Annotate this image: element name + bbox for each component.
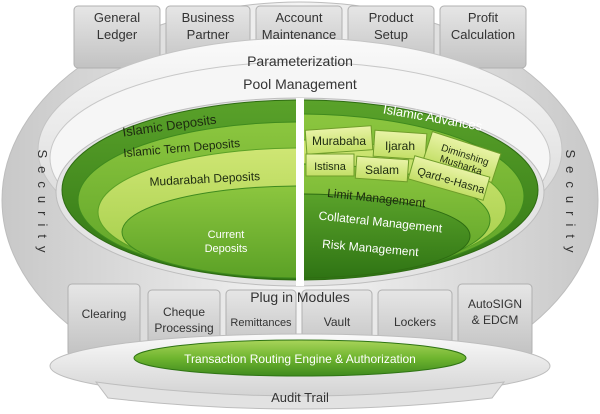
current-deposits-label: Current: [208, 229, 245, 241]
salam-cell[interactable]: [354, 155, 410, 183]
mudarabah-deposits-label: Mudarabah Deposits: [149, 169, 260, 189]
transaction-engine-disc[interactable]: [133, 339, 467, 377]
top-module-label: General: [94, 10, 140, 25]
bottom-module-label: Remittances: [230, 317, 292, 329]
salam-label: Salam: [365, 163, 399, 177]
bottom-module-label: Processing: [154, 321, 213, 335]
bottom-module-label: Clearing: [82, 307, 127, 321]
bottom-module-label: Cheque: [163, 305, 205, 319]
bottom-module-label: AutoSIGN: [468, 297, 522, 311]
advance-products: [304, 125, 502, 201]
center-divider: [296, 98, 304, 286]
deposits-group: [61, 99, 478, 281]
murabaha-label: Murabaha: [312, 134, 366, 148]
ijarah-label: Ijarah: [385, 139, 415, 153]
current-deposits-ring[interactable]: [121, 185, 478, 279]
top-module-box[interactable]: [439, 5, 527, 69]
plug-in-modules-label[interactable]: Plug in Modules: [250, 289, 350, 305]
security-right-label[interactable]: Security: [563, 150, 578, 261]
top-module-label: Maintenance: [262, 27, 336, 42]
security-left-label[interactable]: Security: [35, 150, 50, 261]
top-module-label: Account: [276, 10, 323, 25]
transaction-engine-label: Transaction Routing Engine & Authorizati…: [184, 352, 416, 366]
top-module-label: Partner: [187, 27, 230, 42]
ijarah-cell[interactable]: [372, 129, 428, 161]
istisna-cell[interactable]: [305, 153, 355, 177]
top-module-label: Calculation: [451, 27, 515, 42]
qard-cell[interactable]: [407, 155, 491, 201]
top-module-label: Profit: [468, 10, 499, 25]
top-module-box[interactable]: [73, 5, 161, 69]
istisna-label: Istisna: [314, 161, 347, 173]
bottom-module-label: Vault: [324, 315, 351, 329]
risk-management-ring[interactable]: [130, 193, 471, 279]
audit-trail-label: Audit Trail: [271, 390, 329, 405]
current-deposits-label: Deposits: [205, 243, 248, 255]
audit-trail-base[interactable]: [94, 381, 506, 410]
top-module-label: Product: [369, 10, 414, 25]
top-module-label: Business: [182, 10, 235, 25]
bottom-module-label: & EDCM: [472, 313, 519, 327]
top-module-label: Ledger: [97, 27, 138, 42]
pool-management-label[interactable]: Pool Management: [243, 76, 357, 92]
top-module-label: Setup: [374, 27, 408, 42]
parameterization-label[interactable]: Parameterization: [247, 53, 353, 69]
murabaha-cell[interactable]: [304, 125, 374, 155]
bottom-module-label: Lockers: [394, 315, 436, 329]
